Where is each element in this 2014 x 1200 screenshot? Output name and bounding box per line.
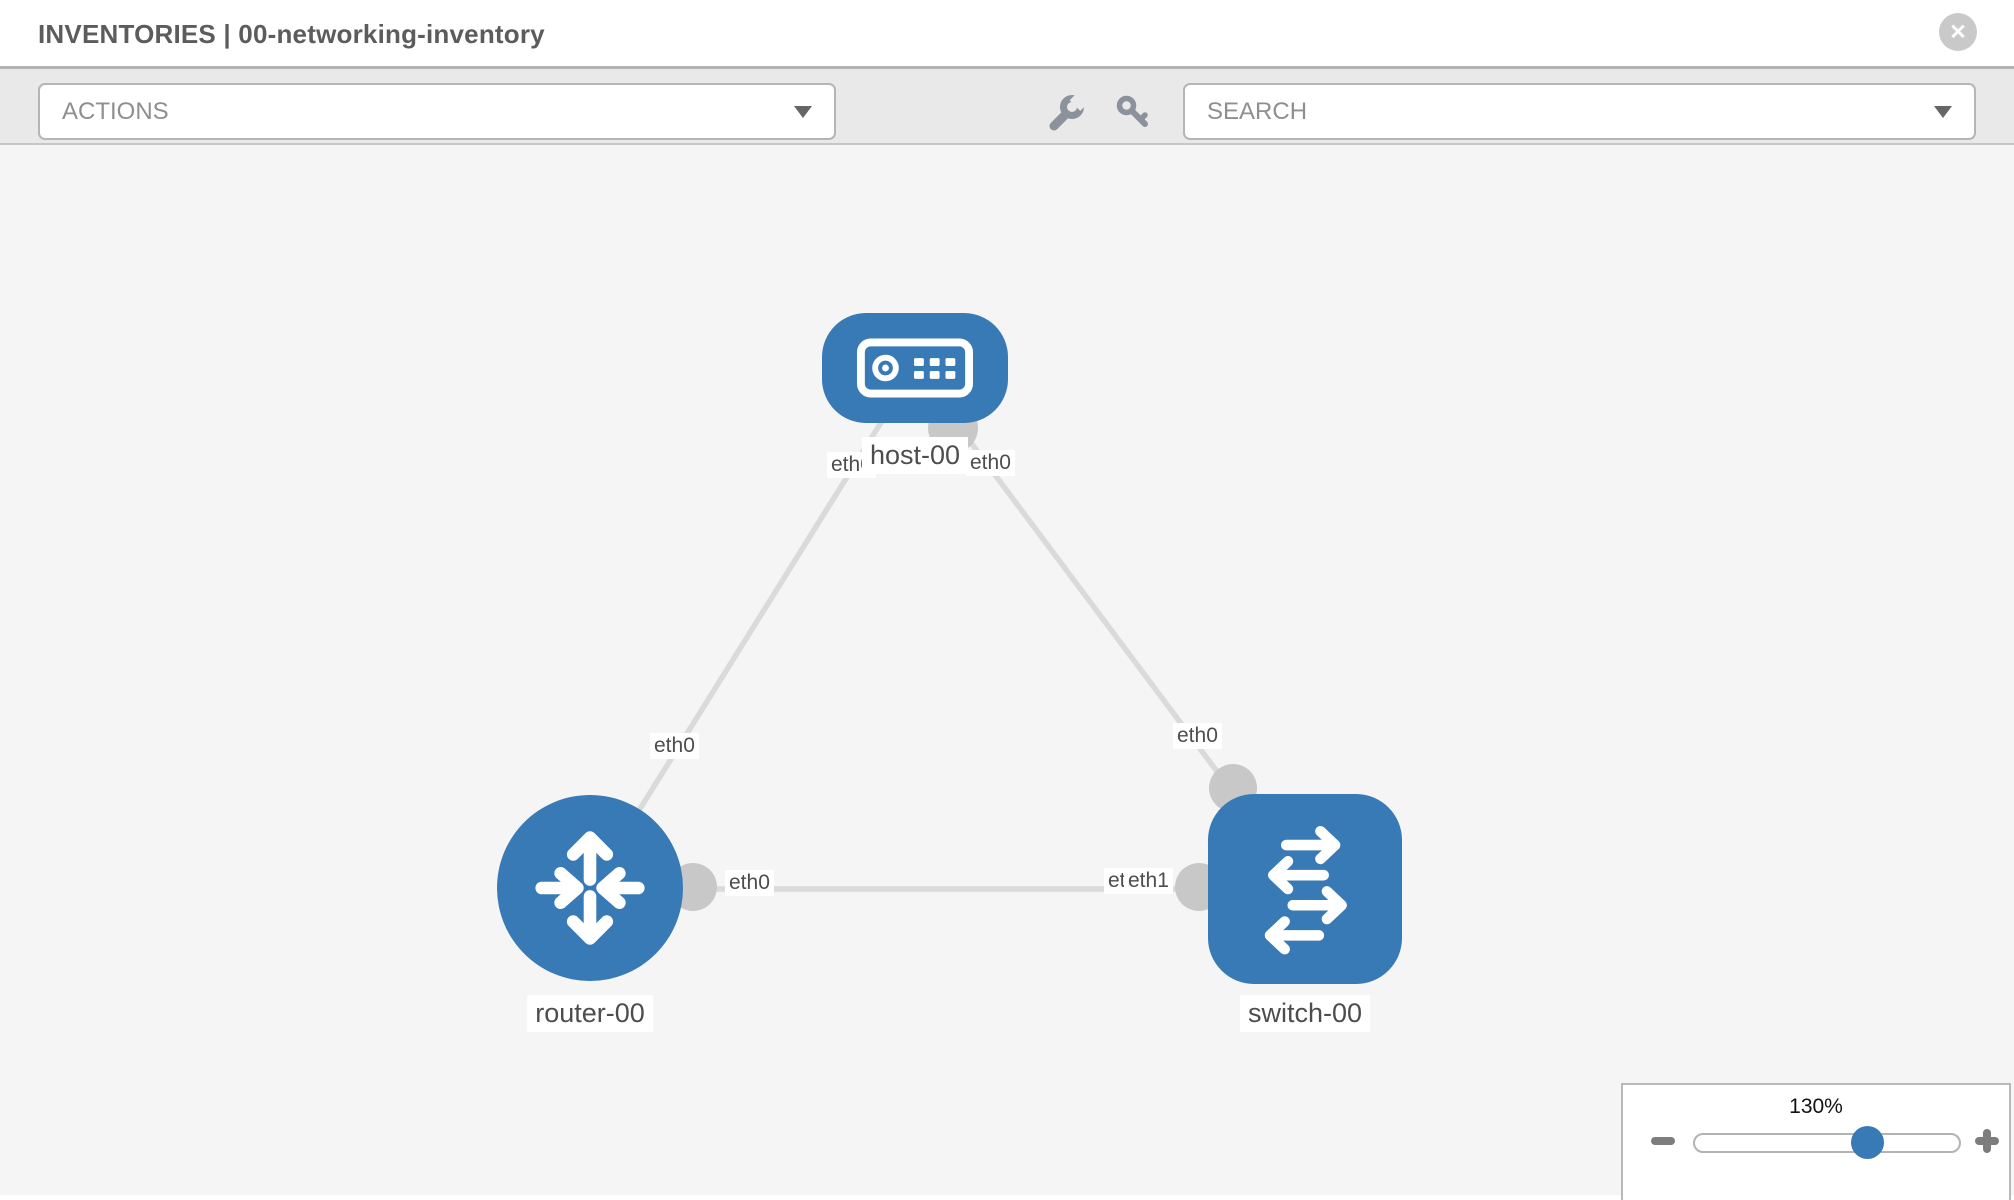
host-icon: [856, 338, 974, 398]
zoom-slider-knob[interactable]: [1851, 1126, 1884, 1159]
node-label-router-00: router-00: [527, 995, 653, 1032]
router-icon: [535, 831, 645, 945]
node-host-00[interactable]: [822, 313, 1008, 423]
chevron-down-icon: [794, 105, 812, 118]
interface-label-router-eth0-right: eth0: [725, 870, 774, 896]
wrench-icon: [1049, 93, 1088, 131]
node-label-switch-00: switch-00: [1239, 995, 1371, 1032]
switch-icon: [1264, 825, 1347, 955]
close-button[interactable]: ✕: [1939, 13, 1977, 51]
plus-icon[interactable]: [1975, 1129, 1999, 1153]
close-icon: ✕: [1949, 20, 1967, 44]
key-icon: [1116, 95, 1148, 127]
chevron-down-icon: [1934, 105, 1952, 118]
interface-label-router-eth0-top: eth0: [650, 733, 699, 759]
minus-icon[interactable]: [1651, 1137, 1675, 1145]
topology-links-layer: [587, 366, 1308, 911]
node-switch-00[interactable]: [1208, 794, 1402, 984]
topology-canvas[interactable]: host-00 router-00 switch-00 eth0 eth0 et…: [0, 145, 2014, 1195]
node-label-host-00: host-00: [861, 437, 969, 474]
page-title: INVENTORIES | 00-networking-inventory: [38, 19, 545, 49]
interface-label-host-eth0-right: eth0: [966, 450, 1015, 476]
actions-dropdown-label: ACTIONS: [62, 97, 169, 125]
zoom-panel: 130%: [1621, 1083, 2011, 1200]
interface-label-switch-eth0-top: eth0: [1173, 723, 1222, 749]
zoom-slider-track[interactable]: [1693, 1126, 1961, 1159]
header: INVENTORIES | 00-networking-inventory ✕: [0, 0, 2014, 69]
search-dropdown[interactable]: SEARCH: [1183, 83, 1976, 140]
node-router-00[interactable]: [497, 795, 683, 981]
key-button[interactable]: [1114, 93, 1152, 131]
interface-label-switch-eth1-left: eth1: [1124, 868, 1173, 894]
search-dropdown-placeholder: SEARCH: [1207, 97, 1308, 125]
zoom-value: 130%: [1789, 1095, 1843, 1118]
toolbar: ACTIONS SEARCH: [0, 69, 2014, 145]
actions-dropdown[interactable]: ACTIONS: [38, 83, 836, 140]
configure-button[interactable]: [1046, 93, 1088, 131]
